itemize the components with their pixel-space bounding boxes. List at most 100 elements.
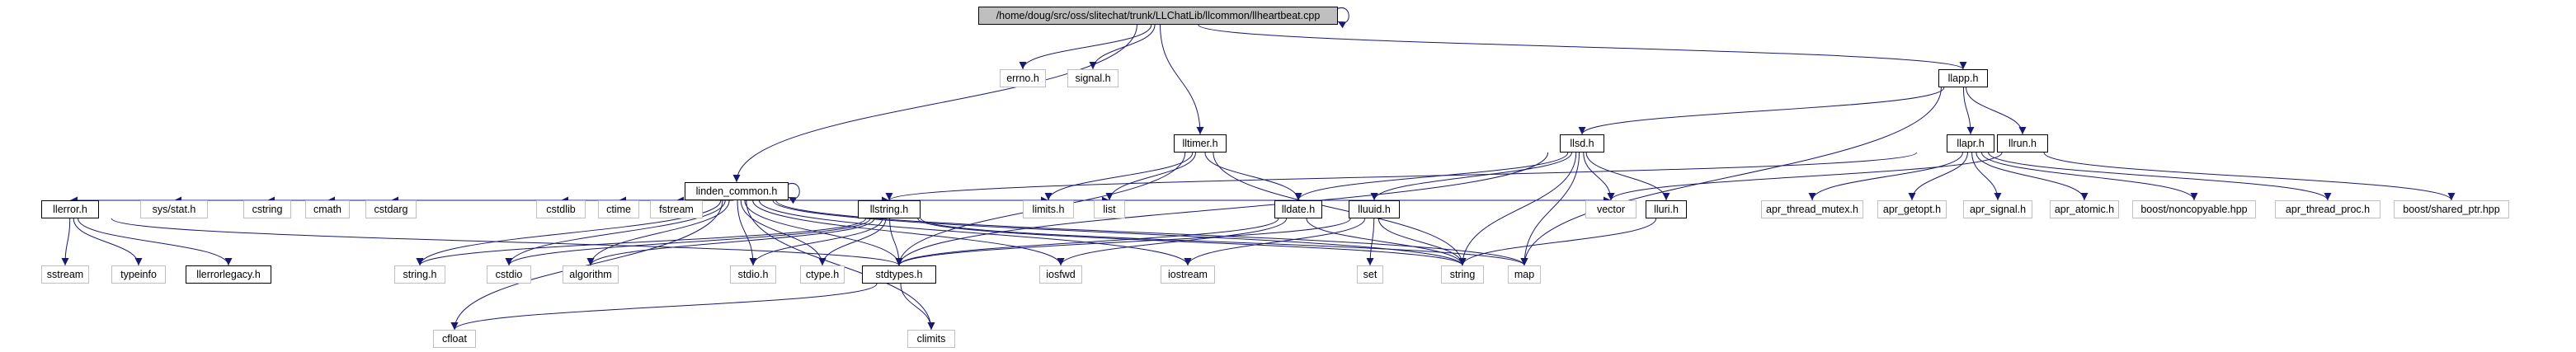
edge-llapp-to-map xyxy=(1520,87,1942,266)
node-climits: climits xyxy=(907,330,955,348)
edge-llstring-to-map xyxy=(921,218,1528,266)
node-noncopyable: boost/noncopyable.hpp xyxy=(2132,200,2256,218)
node-apr-signal: apr_signal.h xyxy=(1963,200,2032,218)
edge-linden-common-to-map xyxy=(775,199,1528,266)
edge-llapp-to-llapr xyxy=(1962,87,1975,135)
edge-linden-common-to-stdtypes xyxy=(744,199,903,266)
edge-linden-common-to-stdio xyxy=(737,199,757,266)
node-lldate[interactable]: lldate.h xyxy=(1274,200,1322,218)
edge-root-to-errno xyxy=(1019,24,1152,70)
edge-linden-common-to-cstdio xyxy=(505,199,726,266)
node-fstream: fstream xyxy=(650,200,703,218)
node-linden-common[interactable]: linden_common.h xyxy=(685,182,789,200)
node-llsd[interactable]: llsd.h xyxy=(1560,134,1604,153)
edge-lluuid-to-stdtypes xyxy=(895,218,1351,266)
edge-lluuid-to-set xyxy=(1366,218,1375,266)
edge-linden-common-to-iosfwd xyxy=(752,199,1065,266)
edge-llstring-to-stdio xyxy=(749,218,883,266)
node-llapp[interactable]: llapp.h xyxy=(1938,69,1988,87)
node-stdio: stdio.h xyxy=(730,265,776,284)
edge-root-to-llapp xyxy=(1198,24,1967,70)
node-errno: errno.h xyxy=(1000,69,1046,87)
edge-llapr-to-apr-thread-proc xyxy=(1988,152,2332,201)
edge-llerror-to-sstream xyxy=(61,218,71,266)
node-llerrorlegacy[interactable]: llerrorlegacy.h xyxy=(186,265,271,284)
node-root[interactable]: /home/doug/src/oss/slitechat/trunk/LLCha… xyxy=(978,7,1338,25)
edge-lldate-to-iosfwd xyxy=(1057,218,1288,266)
edge-linden-common-to-algorithm xyxy=(586,199,730,266)
node-limits: limits.h xyxy=(1023,200,1074,218)
edge-llapr-to-llstring xyxy=(885,152,1917,201)
node-stringh: string.h xyxy=(394,265,445,284)
edge-stdtypes-to-cfloat xyxy=(450,283,878,331)
edge-lluri-to-string xyxy=(1458,218,1657,266)
node-apr-thread-proc: apr_thread_proc.h xyxy=(2275,200,2381,218)
edge-lltimer-to-string xyxy=(1213,152,1467,266)
edge-lluuid-to-iostream xyxy=(1184,218,1366,266)
edge-llrun-to-vector xyxy=(1607,152,2003,201)
node-llapr[interactable]: llapr.h xyxy=(1947,134,1994,153)
edge-llstring-to-algorithm xyxy=(586,218,875,266)
node-map: map xyxy=(1508,265,1541,284)
edge-lldate-to-stdtypes xyxy=(895,218,1279,266)
node-vector: vector xyxy=(1585,200,1636,218)
edge-llstring-to-cstdio xyxy=(505,218,871,266)
node-list: list xyxy=(1094,200,1125,218)
edge-llapp-to-llsd xyxy=(1578,87,1945,135)
edge-linden-common-to-string xyxy=(772,199,1467,266)
node-cstdio: cstdio xyxy=(487,265,531,284)
edge-llapr-to-apr-signal xyxy=(1971,152,2002,201)
edge-lltimer-to-limits xyxy=(1044,152,1194,201)
edge-llapp-to-llrun xyxy=(1966,87,2027,135)
node-lluri[interactable]: lluri.h xyxy=(1646,200,1687,218)
node-ctime: ctime xyxy=(598,200,639,218)
node-algorithm: algorithm xyxy=(563,265,619,284)
node-cstdarg: cstdarg xyxy=(365,200,417,218)
node-lltimer[interactable]: lltimer.h xyxy=(1174,134,1227,153)
node-signal: signal.h xyxy=(1067,69,1118,87)
edge-llsd-to-map xyxy=(1520,152,1580,266)
edge-llapr-to-noncopyable xyxy=(1981,152,2198,201)
edge-llapr-to-apr-thread-mutex xyxy=(1808,152,1963,201)
edge-linden-common-to-climits xyxy=(746,199,935,331)
node-cstdlib: cstdlib xyxy=(536,200,586,218)
edge-llerror-to-typeinfo xyxy=(73,218,143,266)
edge-lltimer-to-list xyxy=(1105,152,1196,201)
edge-lltimer-to-lldate xyxy=(1204,152,1302,201)
node-lluuid[interactable]: lluuid.h xyxy=(1349,200,1400,218)
edge-linden-common-to-stringh xyxy=(416,199,722,266)
edge-llerror-to-stdtypes xyxy=(111,218,903,266)
node-llerror[interactable]: llerror.h xyxy=(41,200,99,218)
edge-llstring-to-string xyxy=(917,218,1467,266)
edge-llsd-to-lluuid xyxy=(1370,152,1572,201)
edge-linden-common-to-linden-common xyxy=(786,182,800,204)
edge-llerror-to-llerrorlegacy xyxy=(78,218,233,266)
edge-llsd-to-lluri xyxy=(1585,152,1670,201)
edge-llrun-to-shared-ptr xyxy=(2043,152,2456,201)
edge-lldate-to-string xyxy=(1306,218,1467,266)
node-stdtypes[interactable]: stdtypes.h xyxy=(862,265,936,284)
edge-llapr-to-apr-getopt xyxy=(1908,152,1968,201)
node-string: string xyxy=(1441,265,1484,284)
node-apr-getopt: apr_getopt.h xyxy=(1877,200,1947,218)
edge-linden-common-to-iostream xyxy=(758,199,1192,266)
edge-llsd-to-lldate xyxy=(1294,152,1569,201)
edge-llstring-to-ctype xyxy=(818,218,887,266)
edge-root-to-lltimer xyxy=(1160,24,1204,135)
edge-stdtypes-to-climits xyxy=(900,283,935,331)
edge-root-to-root xyxy=(1335,7,1349,29)
node-set: set xyxy=(1357,265,1383,284)
edge-llstring-to-stringh xyxy=(416,218,867,266)
node-llstring[interactable]: llstring.h xyxy=(858,200,921,218)
node-apr-atomic: apr_atomic.h xyxy=(2050,200,2119,218)
edge-root-to-linden-common xyxy=(732,24,1137,183)
node-llrun[interactable]: llrun.h xyxy=(1997,134,2048,153)
node-cfloat: cfloat xyxy=(433,330,476,348)
node-iosfwd: iosfwd xyxy=(1039,265,1082,284)
edge-root-to-signal xyxy=(1089,24,1156,70)
edge-llsd-to-string xyxy=(1458,152,1577,266)
node-ctype: ctype.h xyxy=(800,265,845,284)
node-sysstat: sys/stat.h xyxy=(140,200,208,218)
node-iostream: iostream xyxy=(1161,265,1215,284)
